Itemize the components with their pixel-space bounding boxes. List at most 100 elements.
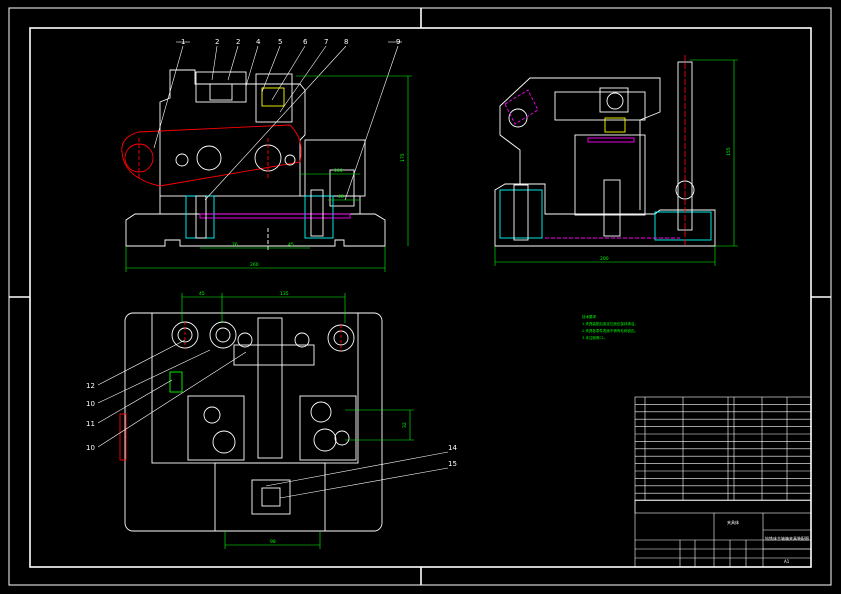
plan-right-hole-c	[334, 430, 350, 446]
dim-front-r1: 100	[334, 168, 343, 174]
dim-front-width: 260	[250, 262, 259, 268]
side-column	[499, 77, 661, 210]
plan-crossbar	[233, 344, 315, 366]
plan-right-hole-a	[310, 401, 332, 423]
top-clamp-right	[255, 73, 293, 123]
label-1: 1	[181, 38, 185, 46]
side-hatch-left	[499, 189, 543, 239]
plan-left-block	[187, 395, 245, 461]
hatch-mid	[304, 195, 334, 239]
notes-line-1: 1.夹具装配后各定位面应保持清洁。	[582, 321, 638, 326]
label-7: 7	[324, 38, 328, 46]
dim-plan-bottom: 98	[270, 539, 276, 545]
sheet-size: A1	[784, 559, 790, 564]
side-dim-texts: 200 155	[600, 147, 732, 262]
label-11: 11	[86, 420, 95, 428]
notes-line-3: 3.未注倒角C1。	[582, 335, 608, 340]
notes-title: 技术要求	[582, 314, 596, 319]
front-leaders	[153, 41, 402, 201]
dim-plan-a: 45	[199, 291, 205, 297]
dim-plan-right: 32	[402, 422, 408, 428]
plan-view	[97, 293, 449, 549]
side-hatch-right	[654, 211, 712, 241]
dim-side-height: 155	[726, 147, 732, 156]
side-pivot	[508, 108, 528, 128]
label-6: 6	[303, 38, 308, 46]
top-clamp-left	[195, 71, 247, 103]
plan-left-hole-a	[203, 406, 221, 424]
front-view	[121, 41, 412, 272]
plan-red-edge	[119, 413, 127, 461]
notes-line-2: 2.夹具各零件表面不得有毛刺锐边。	[582, 328, 638, 333]
plan-hole-5	[237, 332, 253, 348]
label-8: 8	[344, 38, 348, 46]
side-dimlines	[494, 59, 738, 266]
plan-right-block	[299, 395, 357, 461]
plan-right-hole-b	[313, 428, 337, 452]
plan-dimlines	[181, 293, 414, 549]
side-view	[494, 55, 738, 266]
dim-front-a: 76	[232, 242, 238, 248]
title-block	[634, 396, 812, 568]
side-bolt-mid	[603, 179, 621, 237]
label-14: 14	[448, 444, 457, 452]
dim-side-width: 200	[600, 256, 609, 262]
side-bolt-left	[513, 184, 529, 241]
front-dimlines	[125, 75, 412, 272]
label-12: 12	[86, 382, 95, 390]
label-10b: 10	[86, 444, 95, 452]
side-clamp-block	[599, 87, 629, 113]
dim-front-height: 175	[400, 153, 406, 162]
plan-hole-2-inner	[215, 327, 231, 343]
front-bracket	[159, 69, 306, 196]
lever-arm	[121, 124, 302, 187]
front-base	[125, 213, 386, 247]
plan-hole-4	[294, 332, 310, 348]
label-2b: 2	[236, 38, 240, 46]
sheet-frame	[8, 7, 832, 586]
lever-hole-right	[284, 154, 296, 166]
front-magenta-line	[199, 213, 351, 219]
clamp-nut	[261, 87, 285, 107]
plan-hole-2	[209, 321, 237, 349]
clamp-insert	[209, 83, 233, 101]
side-clamp-circle	[606, 92, 624, 110]
right-block	[304, 139, 366, 197]
lever-hole-small	[175, 153, 189, 167]
side-magenta-pin	[504, 89, 539, 125]
plan-bottom-block	[251, 479, 291, 515]
technical-notes: 技术要求 1.夹具装配后各定位面应保持清洁。 2.夹具各零件表面不得有毛刺锐边。…	[582, 314, 638, 340]
side-rod	[677, 61, 693, 231]
right-stud	[329, 169, 355, 207]
dim-front-b: 45	[288, 242, 294, 248]
plan-green-part	[169, 371, 183, 393]
front-part-labels: 1 2 2 4 5 6 7 8 9	[181, 38, 400, 46]
bolt-left	[195, 195, 207, 239]
label-5: 5	[278, 38, 282, 46]
bolt-mid	[310, 189, 324, 237]
label-10a: 10	[86, 400, 95, 408]
plan-left-hole-b	[212, 430, 236, 454]
dim-plan-b: 135	[280, 291, 289, 297]
plan-outline	[124, 312, 383, 532]
title-drawing: 钻铣床主轴箱夹具装配图	[765, 535, 809, 541]
title-block-texts: 夹具体 钻铣床主轴箱夹具装配图 A1	[727, 519, 809, 564]
plan-bottom-inner	[261, 487, 281, 507]
plan-leaders	[97, 339, 449, 499]
side-magenta-top	[587, 137, 635, 143]
lever-pivot-mid	[196, 145, 222, 171]
plan-center-rail	[257, 317, 283, 459]
plan-inner	[151, 312, 359, 464]
label-15: 15	[448, 460, 457, 468]
label-4: 4	[256, 38, 261, 46]
side-workpiece	[574, 134, 646, 216]
dim-front-r2: 48	[338, 194, 344, 200]
side-base	[494, 183, 716, 247]
front-dim-texts: 260 76 45 175 100 48	[232, 153, 406, 268]
label-9: 9	[396, 38, 400, 46]
side-nut	[604, 117, 626, 133]
plan-labels: 12 10 11 10 14 15 45 135 32 98	[86, 291, 457, 545]
bom-rows	[635, 404, 811, 501]
plan-bottom-plate	[214, 462, 326, 532]
